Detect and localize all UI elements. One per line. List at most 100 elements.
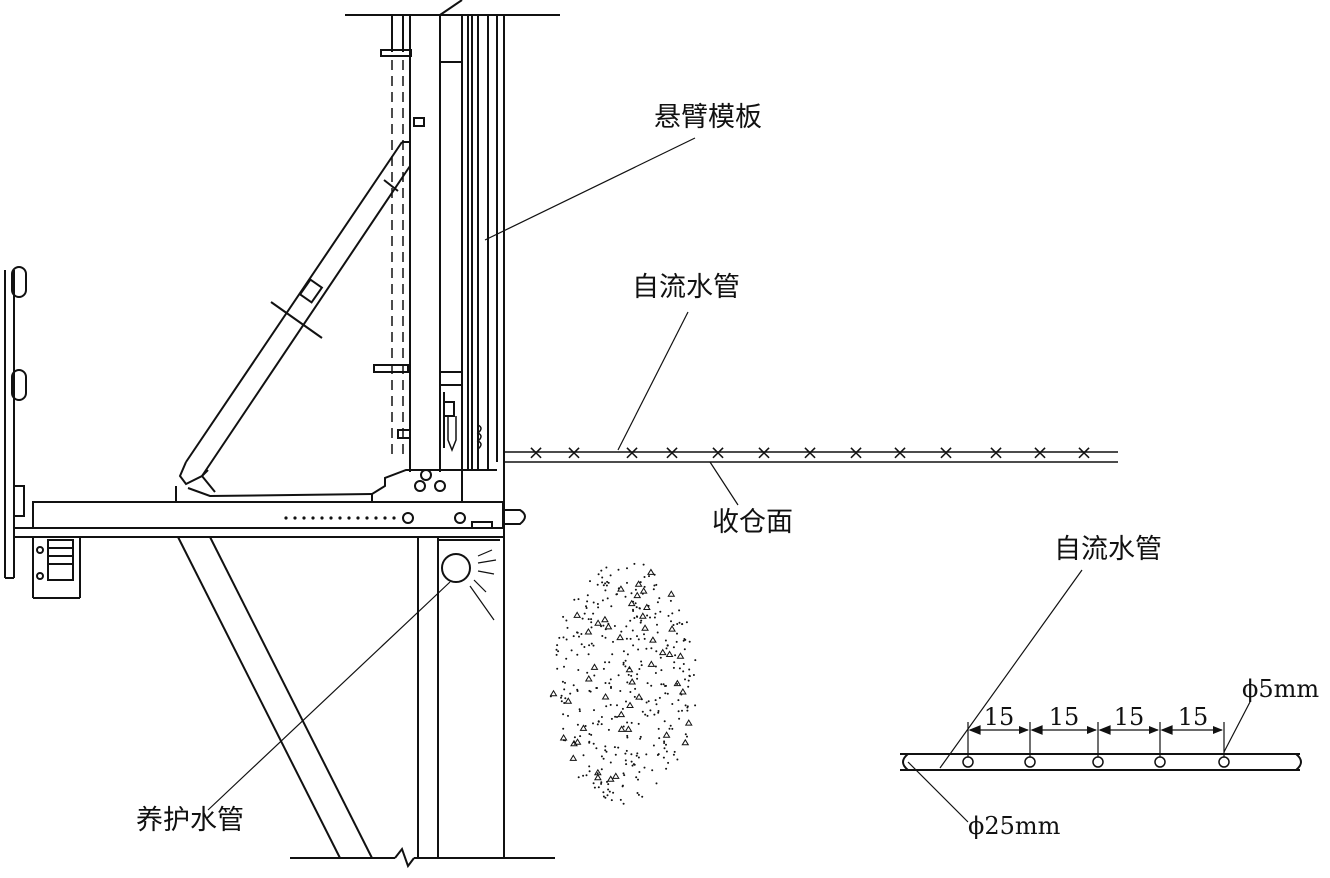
aggregate-dot [666, 644, 669, 647]
aggregate-stone [584, 628, 593, 635]
spacing-label: 15 [1114, 703, 1145, 731]
curing-pipe [441, 549, 497, 621]
pipe-hole [962, 756, 974, 768]
aggregate-dot [656, 601, 659, 604]
left-rail [4, 266, 27, 579]
aggregate-dot [670, 620, 672, 623]
spacing-label: 15 [1049, 703, 1080, 731]
aggregate-dot [637, 793, 640, 796]
aggregate-dot [653, 616, 656, 619]
aggregate-dot [654, 672, 657, 674]
aggregate-dot [664, 692, 667, 695]
label-pipe-diameter: ϕ25mm [968, 812, 1061, 840]
aggregate-dot [676, 632, 678, 635]
aggregate-dot [607, 783, 610, 786]
aggregate-stone [641, 624, 649, 631]
aggregate-dot [577, 776, 580, 779]
aggregate-dot [562, 739, 565, 742]
aggregate-dot [672, 666, 675, 669]
aggregate-dot [600, 768, 603, 771]
aggregate-dot [625, 763, 628, 766]
aggregate-dot [641, 795, 644, 798]
aggregate-dot [596, 603, 599, 605]
aggregate-dot [576, 653, 579, 656]
aggregate-dot [604, 661, 606, 664]
aggregate-dot [606, 597, 609, 600]
aggregate-dot [592, 612, 595, 615]
aggregate-dot [630, 721, 633, 724]
aggregate-dot [587, 618, 590, 621]
aggregate-dot [652, 588, 655, 591]
aggregate-dot [638, 607, 641, 610]
aggregate-dot [604, 589, 607, 592]
aggregate-dot [562, 615, 565, 618]
aggregate-dot [671, 727, 674, 730]
aggregate-dot [657, 727, 660, 730]
aggregate-dot [635, 776, 638, 779]
pipe-marker: × [1032, 440, 1049, 464]
aggregate-dot [616, 704, 618, 707]
aggregate-dot [673, 661, 676, 664]
aggregate-dot [590, 621, 593, 624]
platform-bolt-hole [338, 516, 342, 520]
aggregate-stone [634, 580, 643, 587]
aggregate-stone [647, 660, 656, 667]
label-cantilever-formwork: 悬臂模板 [654, 102, 762, 133]
aggregate-dot [605, 750, 608, 753]
platform-bolt-hole [356, 516, 360, 520]
platform-bolt-hole [365, 516, 369, 520]
aggregate-dot [582, 754, 585, 757]
pipe-marker: × [624, 440, 641, 464]
aggregate-dot [662, 756, 665, 759]
aggregate-dot [610, 687, 612, 689]
aggregate-dot [584, 725, 587, 727]
aggregate-dot [634, 687, 637, 690]
aggregate-dot [590, 733, 593, 736]
aggregate-dot [639, 735, 642, 738]
aggregate-dot [624, 595, 627, 598]
aggregate-dot [624, 752, 627, 755]
platform-bolt-hole [284, 516, 288, 520]
aggregate-stone [681, 738, 690, 746]
aggregate-stone [628, 678, 637, 685]
aggregate-dot [646, 682, 649, 685]
aggregate-dot [645, 647, 648, 650]
aggregate-dot [625, 700, 627, 703]
aggregate-dot [601, 635, 604, 637]
aggregate-dot [626, 581, 628, 584]
aggregate-dot [555, 648, 558, 651]
aggregate-dot [669, 599, 672, 602]
aggregate-dot [600, 755, 603, 758]
aggregate-stone [633, 591, 642, 599]
aggregate-dot [595, 747, 598, 750]
aggregate-stone [626, 701, 634, 709]
platform-bolt-hole [392, 516, 396, 520]
aggregate-stone [676, 652, 685, 659]
aggregate-dot [683, 648, 686, 651]
aggregate-dot [667, 761, 670, 764]
aggregate-dot [688, 640, 691, 643]
aggregate-dot [577, 598, 580, 601]
label-closing-surface: 收仓面 [712, 507, 793, 538]
aggregate-dot [590, 626, 593, 629]
aggregate-dot [576, 631, 579, 634]
aggregate-dot [622, 772, 625, 775]
aggregate-dot [641, 710, 644, 713]
aggregate-dot [563, 688, 566, 691]
aggregate-dot [596, 772, 599, 775]
aggregate-dot [636, 677, 639, 680]
detail-pipe [900, 722, 1302, 771]
aggregate-stone [684, 719, 693, 726]
aggregate-dot [633, 695, 636, 698]
aggregate-dot [630, 592, 633, 595]
aggregate-dot [613, 625, 616, 627]
aggregate-dot [596, 723, 599, 726]
aggregate-dot [650, 684, 653, 687]
pipe-hole [1092, 756, 1104, 768]
aggregate-stone [624, 725, 633, 732]
aggregate-dot [626, 681, 629, 684]
aggregate-dot [666, 692, 669, 695]
aggregate-dot [604, 682, 607, 684]
aggregate-dot [665, 743, 667, 746]
aggregate-dot [589, 580, 591, 583]
